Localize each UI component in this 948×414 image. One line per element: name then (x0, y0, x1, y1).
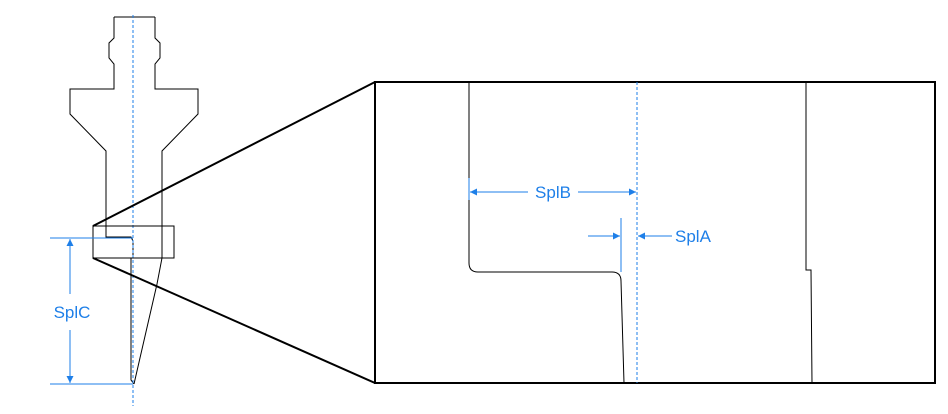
detail-profile (468, 82, 813, 384)
tool-shoulder-step (105, 226, 134, 258)
spla-dimension: SplA (588, 218, 712, 272)
splb-label: SplB (535, 183, 571, 202)
detail-right-wall (805, 82, 813, 384)
splc-dimension: SplC (50, 237, 133, 385)
detail-zoom-frame (374, 81, 936, 384)
zoom-line-top (92, 81, 376, 227)
tool-blade-right (133, 226, 163, 385)
splb-dimension: SplB (468, 178, 636, 202)
splc-label: SplC (54, 303, 91, 322)
detail-source-box (92, 225, 175, 259)
zoom-line-bottom (92, 257, 376, 384)
spla-label: SplA (675, 227, 712, 246)
tool-outline-left (69, 17, 115, 226)
tool-outline-right (154, 17, 199, 226)
tool-profile (69, 16, 199, 385)
detail-left-wall (468, 82, 625, 384)
